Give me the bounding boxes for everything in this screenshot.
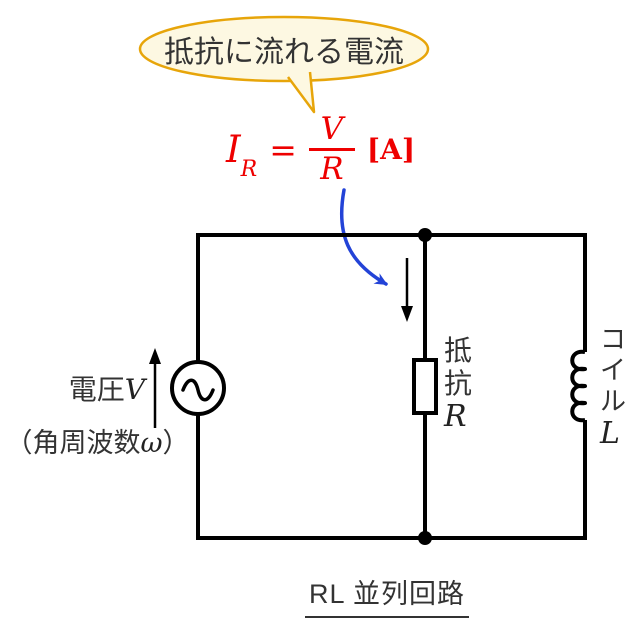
speech-bubble: [138, 15, 430, 83]
resistor-label: 抵 抗 R: [444, 334, 472, 433]
inductor-label: コ イ ル L: [600, 324, 626, 450]
voltage-symbol: V: [124, 373, 145, 406]
coil-label-char-1: コ: [600, 324, 627, 354]
fraction-bar: [308, 147, 355, 151]
figure-caption: RL 並列回路: [252, 572, 522, 618]
sine-wave-icon: [181, 378, 215, 402]
resistor-label-char-1: 抵: [444, 335, 473, 366]
formula-resistor-current: I R = V R [A]: [226, 102, 415, 196]
angular-frequency-label: （角周波数ω）: [0, 421, 195, 460]
formula-numerator: V: [320, 110, 344, 147]
voltage-label: 電圧V: [30, 368, 145, 408]
pointer-arrow-icon: [339, 188, 388, 286]
omega-symbol: ω: [140, 428, 163, 459]
resistor-symbol-label: R: [444, 399, 467, 434]
inductor-symbol-label: L: [600, 416, 620, 451]
current-arrow-icon: [401, 258, 413, 322]
coil-label-char-2: イ: [600, 355, 627, 385]
speech-bubble-text: 抵抗に流れる電流: [164, 36, 404, 69]
formula-unit: [A]: [366, 132, 416, 166]
formula-fraction: V R: [308, 110, 355, 188]
voltage-label-text: 電圧: [68, 374, 125, 405]
formula-denominator: R: [320, 150, 344, 187]
caption-text: RL 並列回路: [304, 572, 469, 618]
formula-lhs-symbol: I: [226, 127, 241, 171]
resistor-symbol: [412, 358, 438, 415]
angular-label-open: （角周波数: [5, 428, 141, 458]
inductor-symbol: [570, 349, 587, 423]
resistor-label-char-2: 抗: [444, 368, 473, 399]
junction-dot-top: [418, 228, 432, 242]
angular-label-close: ）: [162, 428, 190, 458]
formula-equals: =: [269, 129, 297, 169]
formula-lhs-subscript: R: [240, 157, 258, 182]
speech-bubble-tail: [286, 71, 316, 114]
voltage-arrow-icon: [149, 348, 161, 428]
junction-dot-bottom: [418, 531, 432, 545]
coil-label-char-3: ル: [600, 386, 627, 416]
